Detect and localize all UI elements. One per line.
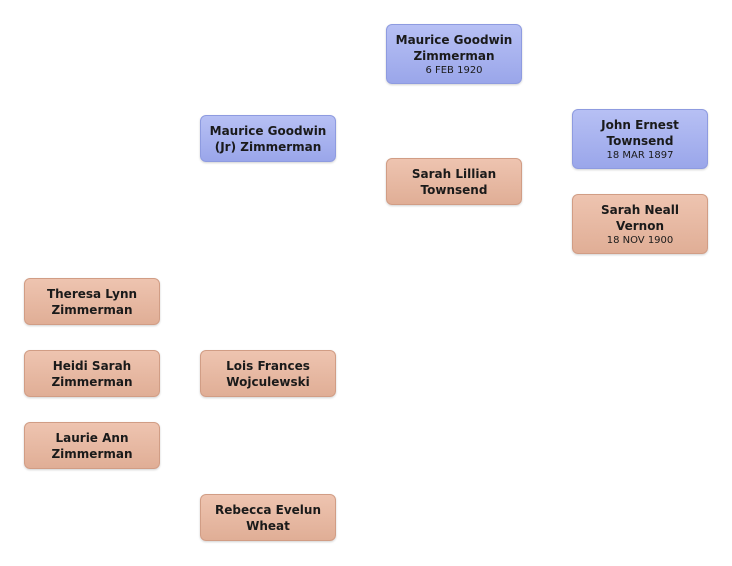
person-birth-date: 6 FEB 1920 [425,64,483,76]
person-name: Sarah Lillian Townsend [411,166,497,197]
person-card-lois-frances-wojculewski[interactable]: Lois Frances Wojculewski [200,350,336,397]
person-card-laurie-ann-zimmerman[interactable]: Laurie Ann Zimmerman [24,422,160,469]
person-card-john-ernest-townsend[interactable]: John Ernest Townsend 18 MAR 1897 [572,109,708,169]
person-birth-date: 18 NOV 1900 [606,234,674,246]
person-name: Sarah Neall Vernon [601,202,679,233]
person-card-maurice-goodwin-jr-zimmerman[interactable]: Maurice Goodwin (Jr) Zimmerman [200,115,336,162]
person-card-sarah-lillian-townsend[interactable]: Sarah Lillian Townsend [386,158,522,205]
person-card-maurice-goodwin-zimmerman[interactable]: Maurice Goodwin Zimmerman 6 FEB 1920 [386,24,522,84]
person-card-sarah-neall-vernon[interactable]: Sarah Neall Vernon 18 NOV 1900 [572,194,708,254]
person-name: Maurice Goodwin Zimmerman [395,32,513,63]
person-name: Laurie Ann Zimmerman [51,430,133,461]
person-card-rebecca-evelun-wheat[interactable]: Rebecca Evelun Wheat [200,494,336,541]
person-birth-date: 18 MAR 1897 [606,149,674,161]
person-name: Maurice Goodwin (Jr) Zimmerman [209,123,327,154]
person-name: Rebecca Evelun Wheat [215,502,321,533]
person-card-heidi-sarah-zimmerman[interactable]: Heidi Sarah Zimmerman [24,350,160,397]
person-name: John Ernest Townsend [601,117,679,148]
person-card-theresa-lynn-zimmerman[interactable]: Theresa Lynn Zimmerman [24,278,160,325]
person-name: Lois Frances Wojculewski [226,358,310,389]
person-name: Theresa Lynn Zimmerman [46,286,138,317]
person-name: Heidi Sarah Zimmerman [51,358,133,389]
